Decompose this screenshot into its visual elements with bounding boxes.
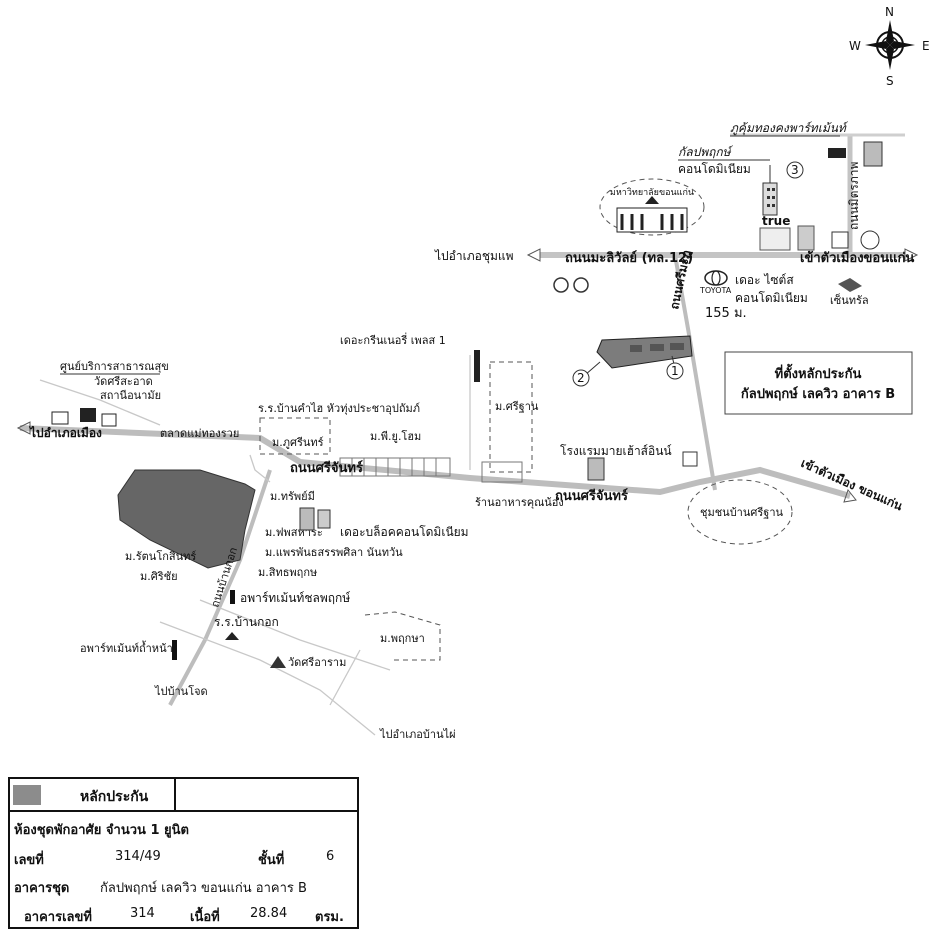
village-block	[489, 361, 533, 473]
ptt-label: ภูคุ้มทองคงพาร์ทเม้นท์	[730, 121, 849, 136]
school2-label: ร.ร.บ้านกอก	[214, 615, 279, 629]
toyota-logo-icon: TOYOTA	[699, 270, 732, 295]
subject-subtitle: กัลปพฤกษ์ เลควิว อาคาร B	[741, 386, 895, 402]
apt2-label: อพาร์ทเม้นท์ถ้ำหน้า	[80, 640, 173, 655]
market-label: ตลาดแม่ทองรวย	[160, 427, 239, 440]
village8-label: ม.ศิริชัย	[140, 570, 178, 583]
malivan-road	[526, 248, 919, 262]
legend-header: หลักประกัน	[80, 789, 149, 805]
building-icon	[317, 509, 331, 529]
university-landmark: มหาวิทยาลัยขอนแก่น	[599, 178, 705, 236]
legend-header-row: หลักประกัน	[10, 779, 357, 812]
gas-station-icon	[828, 141, 883, 167]
area-label: เนื้อที่	[190, 910, 220, 925]
collateral-swatch	[13, 785, 41, 805]
store-icon	[682, 451, 698, 467]
compass-s: S	[886, 74, 894, 88]
room-description: ห้องชุดพักอาศัย จำนวน 1 ยูนิต	[14, 823, 189, 838]
school-icon	[225, 632, 239, 640]
community-area	[687, 479, 793, 545]
building-no-label: อาคารเลขที่	[24, 910, 92, 925]
temple-sa-ard-label: วัดศรีสะอาด	[94, 375, 153, 388]
village9-label: ม.สิทธพฤกษ	[258, 566, 317, 579]
building-label: อาคารชุด	[14, 881, 70, 896]
university-label: มหาวิทยาลัยขอนแก่น	[610, 187, 694, 198]
store-icon	[831, 231, 849, 249]
true-logo: true	[762, 214, 790, 228]
area-unit: ตรม.	[315, 910, 344, 925]
collateral-legend: หลักประกัน ห้องชุดพักอาศัย จำนวน 1 ยูนิต…	[8, 777, 359, 929]
condo-next-label: เดอะ ไซต์ส	[735, 273, 794, 287]
apartment-icon	[172, 640, 177, 660]
marker-1: 1	[671, 364, 679, 378]
to-ban-jod-label: ไปบ้านโจด	[154, 684, 208, 698]
apartment-icon	[230, 590, 235, 604]
village11-label: ม.พฤกษา	[380, 632, 425, 645]
village1-label: ม.ศรีฐาน	[495, 400, 539, 413]
village10-label: ม.ทรัพย์มี	[270, 490, 315, 503]
village-block	[364, 611, 441, 661]
marker-3: 3	[791, 163, 799, 177]
temple-sri-label: วัดศรีอาราม	[288, 656, 346, 669]
subject-site-marker	[596, 335, 693, 369]
unit-no-label: เลขที่	[14, 853, 44, 868]
kalpapruek-label: กัลปพฤกษ์	[678, 145, 734, 159]
to-city-ne-label: เข้าตัวเมืองขอนแก่น	[800, 250, 914, 266]
compass-w: W	[849, 39, 861, 53]
health-center-icon	[51, 408, 117, 427]
village-block	[259, 417, 331, 455]
health-station-label: สถานีอนามัย	[100, 389, 161, 402]
village2-label: ม.ภูศรีนทร์	[272, 436, 324, 449]
central-icon	[838, 278, 862, 292]
village6-label: ม.แพรพันธสรรพศิลา นันทวัน	[265, 546, 403, 559]
block-condo-label: เดอะบล็อคคอนโดมิเนียม	[340, 524, 469, 539]
subject-callout: ที่ตั้งหลักประกัน กัลปพฤกษ์ เลควิว อาคาร…	[724, 351, 913, 415]
hotel-label: โรงแรมมายเฮ้าส์อินน์	[560, 444, 672, 458]
row-houses	[339, 457, 523, 483]
kalpapruek-label-2: คอนโดมิเนียม	[678, 162, 751, 176]
srichan-road	[16, 421, 857, 503]
compass-e: E	[922, 39, 930, 53]
village3-label: ม.พี.ยู.โฮม	[370, 429, 421, 443]
apt1-label: อพาร์ทเม้นท์ชลพฤกษ์	[240, 591, 350, 605]
distance-label: 155 ม.	[705, 306, 747, 321]
compass-rose-icon: N S W E	[849, 5, 930, 88]
toyota-label: TOYOTA	[699, 286, 732, 295]
building-icon	[797, 225, 815, 251]
to-chumphae-label: ไปอำเภอชุมแพ	[434, 249, 514, 264]
building-value: กัลปพฤกษ์ เลควิว ขอนแก่น อาคาร B	[100, 881, 307, 896]
floor-value: 6	[326, 849, 335, 864]
malivan-label: ถนนมะลิวัลย์ (ทล.12)	[565, 250, 693, 266]
block-condo-icon	[299, 507, 315, 531]
condo-next-label-2: คอนโดมิเนียม	[735, 291, 808, 305]
to-city-west-label: ไปอำเภอเมือง	[28, 425, 102, 440]
health-center-label: ศูนย์บริการสาธารณสุข	[60, 360, 169, 373]
location-map: N S W E 2 1 ที่ตั้งหลักประกัน	[16, 5, 930, 741]
greenery-building-icon	[474, 350, 480, 382]
srichan-label-west: ถนนศรีจันทร์	[290, 460, 363, 476]
village7-label: ม.รัตนโกสินทร์	[125, 549, 196, 563]
building-icon	[762, 182, 778, 216]
temple-icon	[270, 656, 286, 668]
lake-area	[117, 469, 256, 569]
srichan-label-east: ถนนศรีจันทร์	[555, 488, 628, 504]
compass-n: N	[885, 5, 894, 19]
school-label: ร.ร.บ้านคำไฮ หัวทุ่งประชาอุปถัมภ์	[258, 402, 420, 415]
subject-title: ที่ตั้งหลักประกัน	[775, 363, 862, 382]
to-south-label: ไปอำเภอบ้านไผ่	[379, 728, 456, 741]
building-no-value: 314	[130, 906, 155, 921]
floor-label: ชั้นที่	[258, 853, 285, 868]
marker-2: 2	[577, 371, 585, 385]
area-value: 28.84	[250, 906, 288, 921]
greenery-label: เดอะกรีนเนอรี่ เพลส 1	[340, 332, 446, 347]
hotel-icon	[587, 457, 605, 481]
community-label: ชุมชนบ้านศรีฐาน	[700, 506, 784, 519]
shop-logo-icon	[860, 230, 880, 250]
road-north-label: ถนนมิตรภาพ	[847, 162, 861, 230]
restaurant-label: ร้านอาหารคุณน้อง	[475, 496, 564, 509]
shop-west-label: เซ็นทรัล	[830, 293, 869, 307]
ptt-logo-icon	[553, 277, 589, 293]
true-building-icon	[759, 227, 791, 251]
unit-no-value: 314/49	[115, 849, 161, 864]
